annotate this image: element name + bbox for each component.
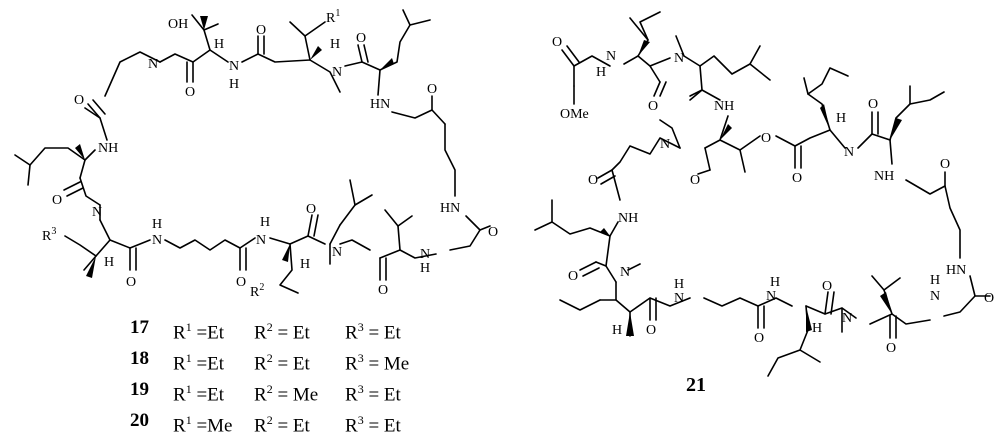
atom-nh: NH xyxy=(618,211,638,226)
atom-o: O xyxy=(588,173,598,188)
r1-value: R1 =Me xyxy=(173,413,233,437)
atom-o: O xyxy=(648,99,658,114)
atom-h: H xyxy=(596,65,606,80)
atom-o: O xyxy=(792,171,802,186)
atom-hn: HN xyxy=(440,201,460,216)
atom-r2: R2 xyxy=(250,282,264,300)
atom-n: N xyxy=(660,137,670,152)
atom-oh: OH xyxy=(168,17,188,32)
atom-h: H xyxy=(260,215,270,230)
atom-h: H xyxy=(836,111,846,126)
atom-n: N xyxy=(844,145,854,160)
atom-h: H xyxy=(214,37,224,52)
table-row: 18 R1 =Et R2 = Et R3 = Me xyxy=(130,343,430,374)
atom-o: O xyxy=(754,331,764,346)
atom-n: N xyxy=(152,233,162,248)
atom-hn: HN xyxy=(946,263,966,278)
atom-n: N xyxy=(92,205,102,220)
structure-21: O OMe N H O N NH N O O O H N O NH O HN O… xyxy=(534,11,994,377)
r2-value: R2 = Et xyxy=(254,413,310,437)
atom-h: H xyxy=(104,255,114,270)
atom-h: H xyxy=(420,261,430,276)
atom-nh: NH xyxy=(874,169,894,184)
atom-o: O xyxy=(52,193,62,208)
atom-o: O xyxy=(256,23,266,38)
atom-o: O xyxy=(552,35,562,50)
atom-n: N xyxy=(256,233,266,248)
r1-value: R1 =Et xyxy=(173,382,225,406)
atom-o: O xyxy=(236,275,246,290)
atom-n: N xyxy=(148,57,158,72)
atom-o: O xyxy=(427,82,437,97)
atom-o: O xyxy=(822,279,832,294)
atom-o: O xyxy=(646,323,656,338)
atom-o: O xyxy=(126,275,136,290)
atom-n: N xyxy=(620,265,630,280)
atom-h: H xyxy=(770,275,780,290)
atom-n: N xyxy=(332,245,342,260)
r3-value: R3 = Et xyxy=(345,382,401,406)
atom-o: O xyxy=(356,31,366,46)
atom-o: O xyxy=(568,269,578,284)
atom-h: H xyxy=(229,77,239,92)
r2-value: R2 = Et xyxy=(254,320,310,344)
atom-h: H xyxy=(930,273,940,288)
atom-n: N xyxy=(674,51,684,66)
atom-o: O xyxy=(74,93,84,108)
atom-r1: R1 xyxy=(326,8,340,26)
substituent-table: 17 R1 =Et R2 = Et R3 = Et 18 R1 =Et R2 =… xyxy=(130,312,430,436)
atom-n: N xyxy=(674,291,684,306)
compound-21-label: 21 xyxy=(686,374,706,396)
r3-value: R3 = Et xyxy=(345,413,401,437)
atom-n: N xyxy=(842,311,852,326)
atom-o: O xyxy=(488,225,498,240)
atom-o: O xyxy=(378,283,388,298)
atom-h: H xyxy=(812,321,822,336)
atom-o: O xyxy=(690,173,700,188)
atom-n: N xyxy=(420,247,430,262)
r3-value: R3 = Et xyxy=(345,320,401,344)
atom-ome: OMe xyxy=(560,107,589,122)
r3-value: R3 = Me xyxy=(345,351,410,375)
atom-h: H xyxy=(330,37,340,52)
atom-n: N xyxy=(766,289,776,304)
compound-number: 20 xyxy=(130,410,149,431)
atom-h: H xyxy=(152,217,162,232)
r1-value: R1 =Et xyxy=(173,320,225,344)
atom-h: H xyxy=(300,257,310,272)
compound-number: 19 xyxy=(130,379,149,400)
compound-number: 18 xyxy=(130,348,149,369)
compound-number: 17 xyxy=(130,317,149,338)
r2-value: R2 = Me xyxy=(254,382,319,406)
atom-o: O xyxy=(886,341,896,356)
atom-n: N xyxy=(930,289,940,304)
atom-o: O xyxy=(984,291,994,306)
atom-n: N xyxy=(332,65,342,80)
atom-h: H xyxy=(612,323,622,338)
atom-o: O xyxy=(185,85,195,100)
atom-nh: NH xyxy=(98,141,118,156)
atom-n: N xyxy=(229,59,239,74)
atom-r3: R3 xyxy=(42,226,56,244)
table-row: 20 R1 =Me R2 = Et R3 = Et xyxy=(130,405,430,436)
atom-n: N xyxy=(606,49,616,64)
structure-17-20: OH H N O N H O R1 H N O HN O HN O N H O … xyxy=(14,8,498,300)
atom-o: O xyxy=(306,202,316,217)
r1-value: R1 =Et xyxy=(173,351,225,375)
table-row: 17 R1 =Et R2 = Et R3 = Et xyxy=(130,312,430,343)
atom-hn: HN xyxy=(370,97,390,112)
table-row: 19 R1 =Et R2 = Me R3 = Et xyxy=(130,374,430,405)
r2-value: R2 = Et xyxy=(254,351,310,375)
atom-h: H xyxy=(674,277,684,292)
atom-o: O xyxy=(940,157,950,172)
atom-nh: NH xyxy=(714,99,734,114)
atom-o: O xyxy=(761,131,771,146)
atom-o: O xyxy=(868,97,878,112)
